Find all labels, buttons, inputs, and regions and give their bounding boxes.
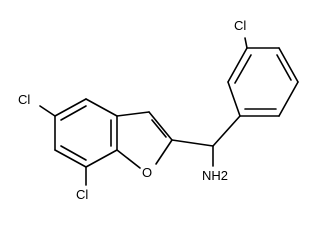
bond-c5-cl: [39, 105, 56, 117]
bond-ph4-ph5: [278, 47, 299, 83]
bond-c7-c7a: [85, 149, 118, 168]
atom-label-amine: NH2: [202, 168, 228, 183]
bond-c3a-c3: [116, 111, 150, 117]
atom-label-cl-bottom: Cl: [76, 187, 88, 202]
bond-c3-c2: [148, 111, 173, 141]
double-bond-c6-c7: [60, 145, 87, 161]
bond-ch-phenyl: [212, 115, 241, 147]
double-bond-ph4-ph5: [276, 54, 292, 81]
structure-canvas: Cl Cl Cl O NH2: [18, 18, 299, 202]
atom-label-cl-top: Cl: [234, 18, 246, 33]
bond-c2-o1: [155, 139, 173, 165]
atom-label-oxygen: O: [142, 165, 152, 180]
bond-c3a-c4: [85, 98, 118, 117]
bond-ph1-ph2: [227, 81, 241, 117]
atom-label-cl-left: Cl: [18, 92, 30, 107]
bond-ph3-cl: [244, 37, 248, 49]
bond-ph5-ph6: [278, 81, 299, 117]
bond-c4-c5: [54, 98, 87, 117]
bond-ph2-ph3: [227, 47, 248, 83]
double-bond-ph2-ph3: [234, 54, 252, 84]
bond-o1-c7a: [116, 149, 141, 169]
double-bond-c4-c5: [60, 105, 87, 121]
double-bond-c3-c2: [151, 119, 167, 138]
molecule-diagram: Cl Cl Cl O NH2: [18, 18, 299, 202]
bond-c6-c7: [54, 149, 87, 168]
bond-c2-ch: [171, 139, 214, 147]
